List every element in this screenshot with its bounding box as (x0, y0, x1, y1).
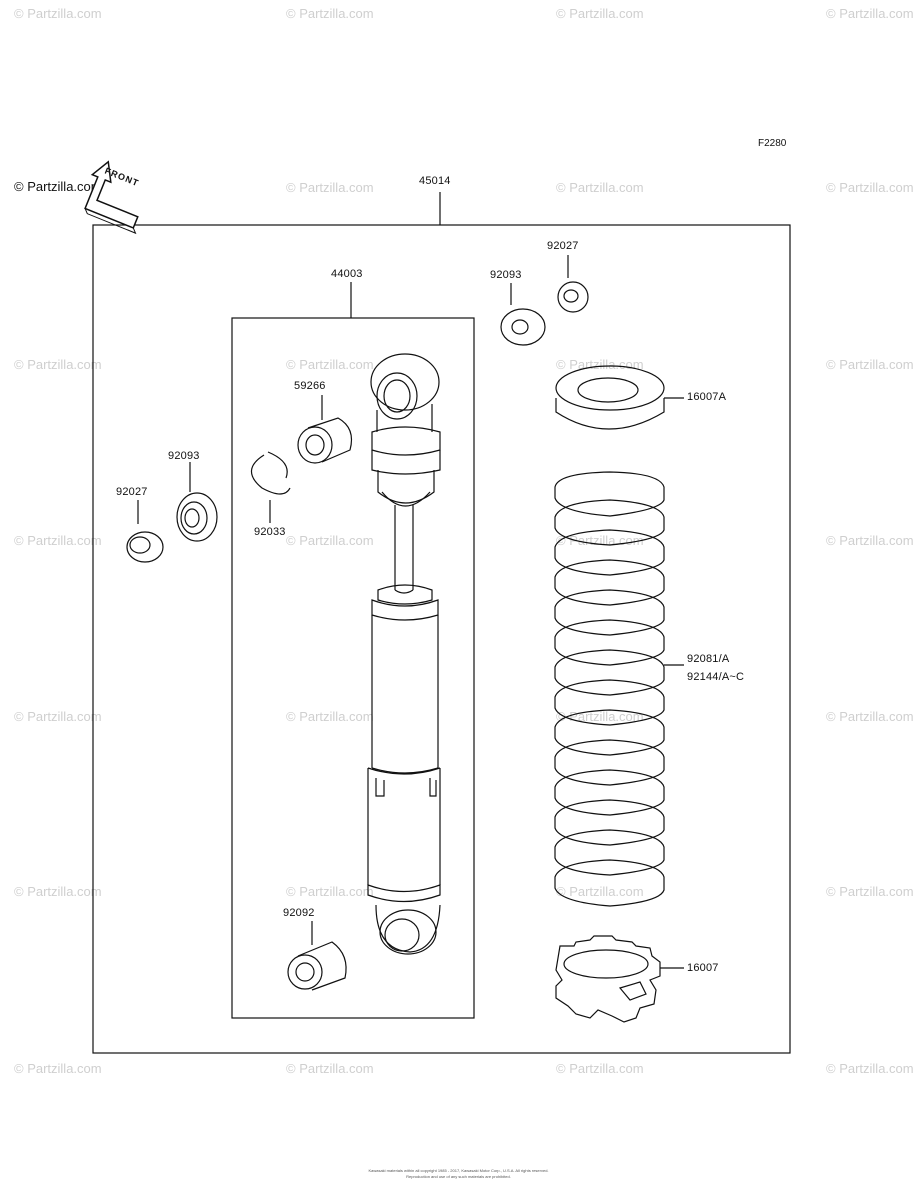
part-label-44003: 44003 (331, 268, 363, 280)
bushing-upper-icon (297, 395, 353, 464)
watermark: © Partzilla.com (14, 709, 102, 724)
spring-seat-lower-icon (555, 935, 684, 1023)
footer-line-1: Kawasaki materials within all copyright … (368, 1168, 549, 1173)
part-label-92027-left: 92027 (116, 486, 148, 498)
watermark: © Partzilla.com (826, 1061, 914, 1076)
watermark: © Partzilla.com (286, 357, 374, 372)
part-label-92093-top: 92093 (490, 269, 522, 281)
bearing-left-icon (176, 462, 218, 542)
assembly-box (92, 224, 791, 1054)
shock-absorber-icon (367, 353, 441, 955)
part-label-92033: 92033 (254, 526, 286, 538)
watermark: © Partzilla.com (556, 884, 644, 899)
watermark: © Partzilla.com (14, 533, 102, 548)
circlip-icon (250, 451, 291, 523)
watermark: © Partzilla.com (556, 357, 644, 372)
part-label-92093-left: 92093 (168, 450, 200, 462)
watermark: © Partzilla.com (14, 884, 102, 899)
watermark: © Partzilla.com (286, 6, 374, 21)
watermark: © Partzilla.com (286, 533, 374, 548)
part-label-92144: 92144/A~C (687, 671, 745, 683)
watermark: © Partzilla.com (826, 180, 914, 195)
part-label-92081: 92081/A (687, 653, 730, 665)
bushing-lower-icon (287, 921, 347, 991)
shock-box (231, 317, 475, 1019)
part-label-59266: 59266 (294, 380, 326, 392)
watermark: © Partzilla.com (556, 6, 644, 21)
watermark: © Partzilla.com (826, 6, 914, 21)
footer-line-2: Reproduction and use of any such materia… (406, 1174, 511, 1179)
copyright-text: © Partzilla.com (14, 179, 102, 194)
collar-left-icon (126, 500, 164, 563)
part-label-92027-top: 92027 (547, 240, 579, 252)
coil-spring-icon (554, 471, 684, 907)
watermark: © Partzilla.com (556, 709, 644, 724)
watermark: © Partzilla.com (826, 357, 914, 372)
watermark: © Partzilla.com (556, 180, 644, 195)
collar-top-icon (557, 255, 589, 313)
watermark: © Partzilla.com (286, 709, 374, 724)
watermark: © Partzilla.com (286, 884, 374, 899)
figure-code: F2280 (758, 138, 787, 149)
watermark: © Partzilla.com (826, 709, 914, 724)
watermark: © Partzilla.com (286, 180, 374, 195)
watermark: © Partzilla.com (286, 1061, 374, 1076)
watermark: © Partzilla.com (556, 1061, 644, 1076)
watermark: © Partzilla.com (14, 1061, 102, 1076)
bearing-top-icon (500, 283, 546, 346)
part-label-45014: 45014 (419, 175, 451, 187)
watermark: © Partzilla.com (826, 533, 914, 548)
watermark: © Partzilla.com (826, 884, 914, 899)
watermark: © Partzilla.com (14, 357, 102, 372)
watermark: © Partzilla.com (14, 6, 102, 21)
part-label-92092: 92092 (283, 907, 315, 919)
spring-seat-upper-icon (555, 365, 684, 430)
part-label-16007a: 16007A (687, 391, 727, 403)
part-label-16007: 16007 (687, 962, 719, 974)
front-arrow-icon (84, 160, 139, 235)
